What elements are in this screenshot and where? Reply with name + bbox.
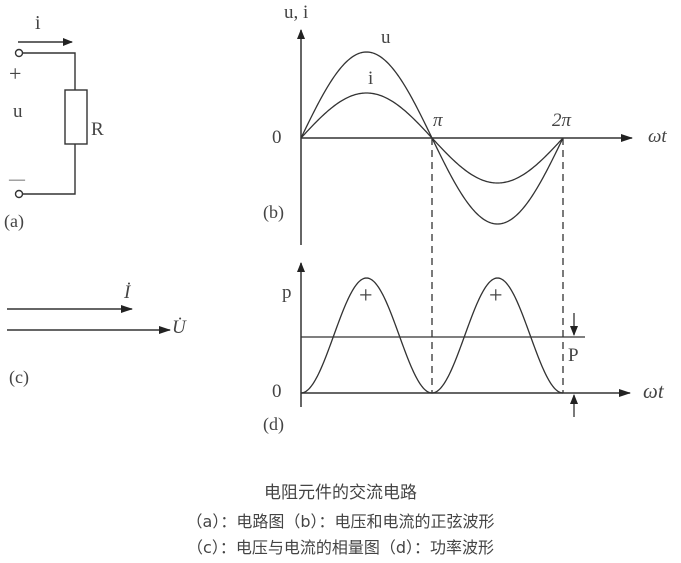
b-origin-label: 0 (272, 127, 282, 148)
panel-d-label: (d) (263, 414, 284, 434)
terminal-top (14, 48, 24, 58)
caption-line-2: （c）：电压与电流的相量图（d）：功率波形 (187, 538, 494, 557)
d-origin-label: 0 (272, 381, 282, 402)
plus-sign: + (9, 61, 22, 86)
panel-b-label: (b) (263, 202, 284, 222)
wire-bottom (22, 144, 76, 195)
phasor-u-label: U̇ (172, 317, 186, 338)
wire-top (22, 52, 76, 90)
panel-c-label: (c) (9, 367, 29, 387)
panel-a-label: (a) (4, 211, 24, 231)
average-power-label: P (568, 345, 579, 366)
resistor (64, 89, 88, 145)
b-x-axis-label: ωt (648, 126, 667, 147)
b-y-axis-label: u, i (284, 2, 309, 23)
i-curve-label: i (368, 68, 374, 89)
resistor-label: R (91, 119, 104, 140)
phasor-i-label: İ (124, 282, 131, 303)
current-label: i (35, 12, 41, 34)
tick-2pi: 2π (552, 110, 572, 131)
phasor-diagram (7, 305, 171, 334)
u-curve-label: u (381, 27, 391, 48)
p-curve (300, 277, 564, 394)
sine-wave-chart (297, 29, 633, 393)
caption-line-1: （a）：电路图（b）：电压和电流的正弦波形 (186, 512, 495, 531)
positive-area-sign-2: + (489, 283, 503, 309)
circuit-diagram (14, 38, 88, 199)
minus-sign: — (9, 171, 25, 188)
power-wave-chart (297, 262, 631, 417)
d-y-axis-label: p (282, 282, 292, 303)
caption-title: 电阻元件的交流电路 (264, 483, 417, 503)
tick-pi: π (433, 110, 443, 131)
voltage-label: u (13, 101, 23, 122)
positive-area-sign-1: + (359, 283, 373, 309)
terminal-bottom (14, 189, 24, 199)
d-x-axis-label: ωt (643, 379, 664, 403)
